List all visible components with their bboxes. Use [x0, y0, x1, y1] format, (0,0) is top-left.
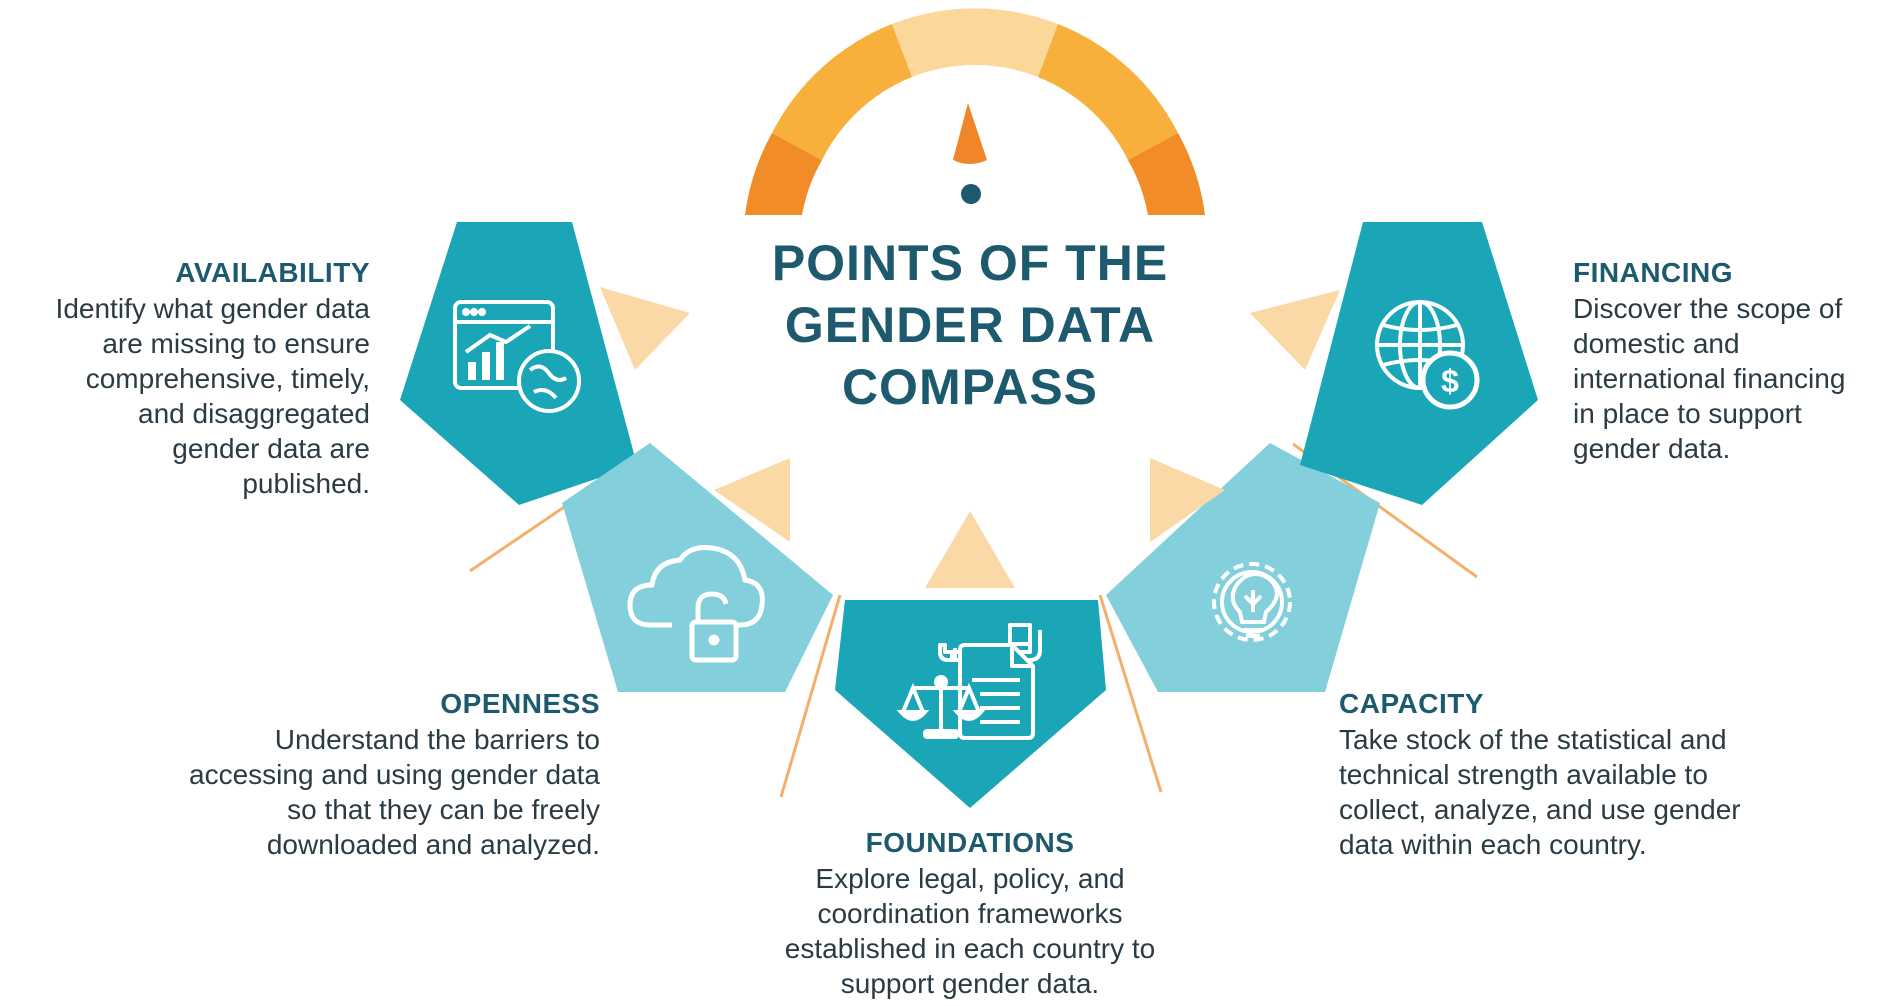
gauge-segment-left-inner [772, 24, 912, 160]
financing-text: FINANCING Discover the scope of domestic… [1573, 257, 1888, 466]
foundations-text: FOUNDATIONS Explore legal, policy, and c… [740, 827, 1200, 1001]
availability-pentagon [400, 222, 637, 505]
openness-text: OPENNESS Understand the barriers to acce… [90, 688, 600, 862]
gauge-segment-center [892, 8, 1058, 77]
gauge-segment-right-outer [1128, 133, 1205, 215]
lightbulb-gear-icon [1212, 562, 1292, 642]
capacity-pentagon [1106, 443, 1380, 692]
financing-description: Discover the scope of domestic and inter… [1573, 293, 1846, 464]
arrow-availability [600, 287, 690, 370]
financing-title: FINANCING [1573, 257, 1734, 288]
connector-lines [469, 442, 1478, 798]
openness-pentagon [562, 443, 833, 692]
availability-text: AVAILABILITY Identify what gender data a… [10, 257, 370, 501]
gauge-arc [745, 8, 1205, 215]
center-title-line-3: COMPASS [841, 359, 1099, 415]
globe-dollar-icon [1375, 300, 1480, 410]
dollar-glyph: $ [1441, 363, 1459, 399]
compass-needle [953, 103, 987, 204]
openness-title: OPENNESS [440, 688, 600, 719]
gauge-segment-right-inner [1038, 24, 1178, 160]
capacity-text: CAPACITY Take stock of the statistical a… [1339, 688, 1859, 862]
center-title-line-1: POINTS OF THE [771, 235, 1169, 291]
foundations-title: FOUNDATIONS [865, 827, 1075, 858]
availability-description: Identify what gender data are missing to… [55, 293, 370, 499]
arrow-financing [1250, 290, 1340, 370]
center-title-line-2: GENDER DATA [784, 297, 1156, 353]
cloud-unlock-icon [627, 545, 765, 663]
gauge-segment-left-outer [745, 133, 822, 215]
arrow-capacity [1150, 458, 1225, 542]
arrow-openness [714, 458, 790, 542]
arrow-foundations [925, 511, 1015, 588]
foundations-description: Explore legal, policy, and coordination … [784, 863, 1156, 999]
inner-arrows [600, 287, 1340, 588]
analytics-globe-icon [453, 300, 581, 413]
capacity-description: Take stock of the statistical and techni… [1339, 724, 1741, 860]
center-title: POINTS OF THE GENDER DATA COMPASS [700, 232, 1240, 418]
capacity-title: CAPACITY [1339, 688, 1485, 719]
openness-description: Understand the barriers to accessing and… [189, 724, 600, 860]
scales-glyph [896, 675, 986, 739]
availability-title: AVAILABILITY [175, 257, 370, 288]
